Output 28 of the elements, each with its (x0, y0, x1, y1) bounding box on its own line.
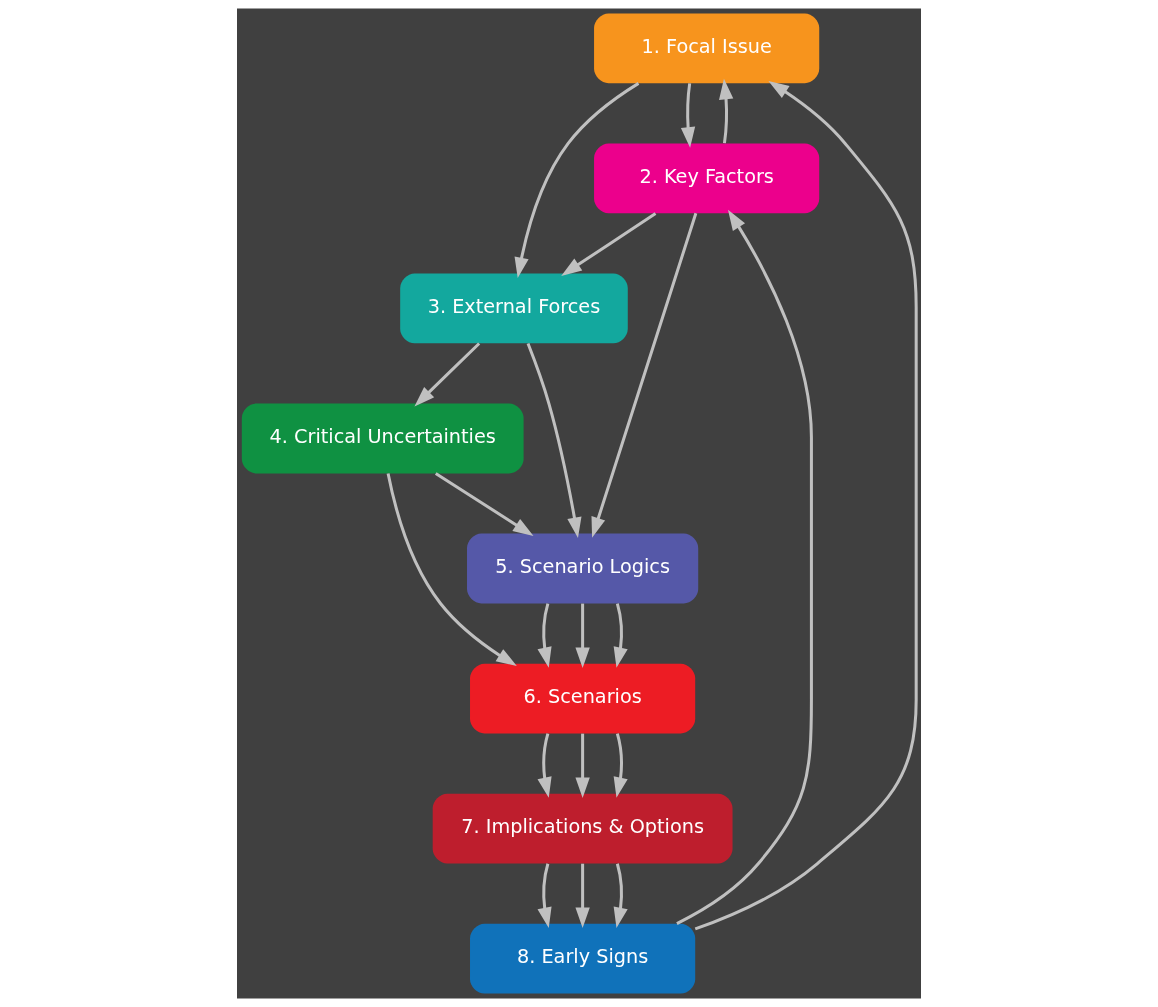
node-box: 7. Implications & Options (432, 793, 733, 864)
arrow (676, 209, 813, 925)
arrow (694, 80, 918, 931)
node-box: 2. Key Factors (594, 143, 820, 214)
arrow (613, 603, 628, 668)
node-box: 1. Focal Issue (594, 13, 820, 84)
arrow (537, 603, 552, 668)
arrow (414, 342, 481, 407)
arrow (514, 82, 640, 278)
arrow (434, 472, 534, 536)
node-box: 3. External Forces (400, 273, 628, 344)
node-box: 8. Early Signs (470, 923, 696, 994)
arrow (719, 78, 734, 144)
arrow (537, 863, 552, 928)
arrow (613, 733, 628, 798)
arrow (561, 212, 657, 276)
node-box: 6. Scenarios (470, 663, 696, 734)
arrow (680, 83, 696, 148)
arrow (526, 343, 582, 538)
arrow (591, 212, 698, 538)
node-box: 4. Critical Uncertainties (241, 403, 524, 474)
node-box: 5. Scenario Logics (467, 533, 699, 604)
arrow (575, 733, 590, 798)
arrow (613, 863, 628, 928)
arrow (575, 863, 590, 928)
arrow (575, 603, 590, 668)
arrow (386, 473, 517, 667)
arrow (537, 733, 552, 798)
